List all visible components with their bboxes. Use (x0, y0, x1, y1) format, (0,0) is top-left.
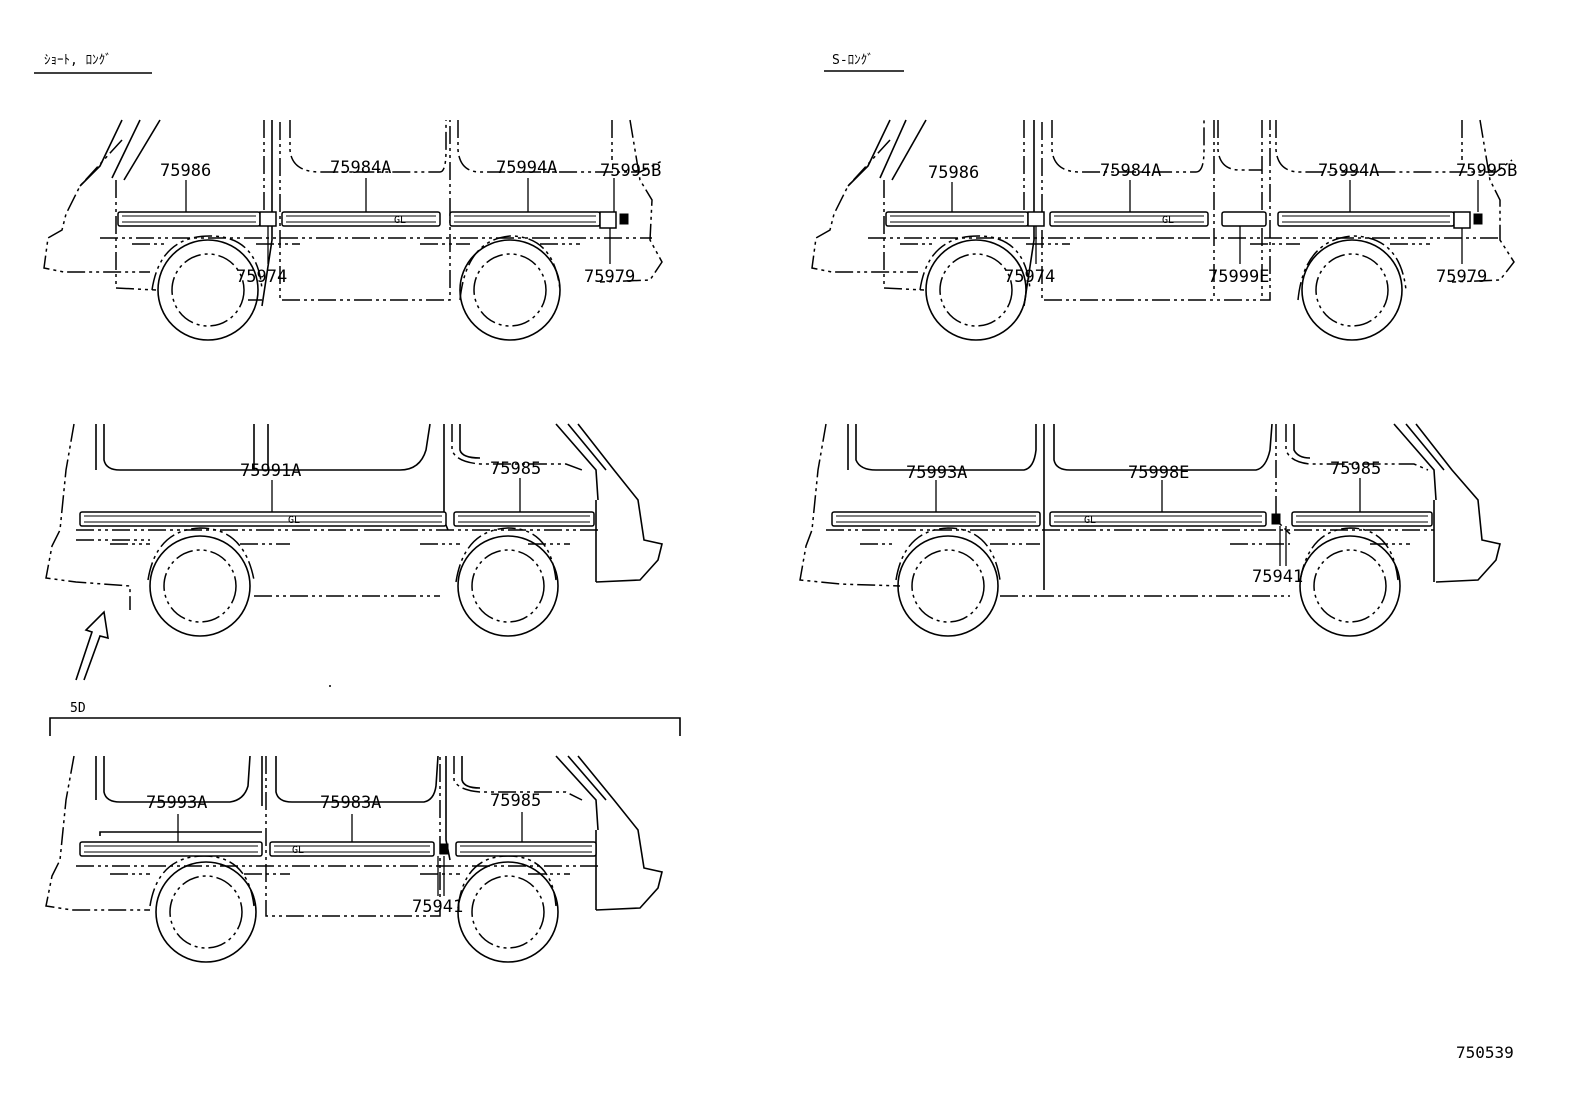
5d-bracket (49, 717, 681, 736)
part-label: 75994A (496, 158, 557, 178)
part-label: 75985 (490, 791, 541, 811)
header-5d: 5D (70, 701, 86, 716)
part-label: 75941 (1252, 567, 1303, 587)
part-label: 75999E (1208, 267, 1269, 287)
part-label: 75985 (490, 459, 541, 479)
gl-emblem: GL (1162, 215, 1174, 226)
gl-emblem: GL (288, 515, 300, 526)
gl-emblem: GL (394, 215, 406, 226)
part-label: 75995B (600, 161, 661, 181)
header-s-long: S-ﾛﾝｸﾞ (832, 53, 874, 68)
part-label: 75995B (1456, 161, 1517, 181)
part-label: 75984A (330, 158, 391, 178)
gl-emblem: GL (1084, 515, 1096, 526)
part-label: 75998E (1128, 463, 1189, 483)
gl-emblem: GL (292, 845, 304, 856)
part-label: 75983A (320, 793, 381, 813)
part-label: 75985 (1330, 459, 1381, 479)
part-label: 75974 (1004, 267, 1055, 287)
part-label: 75941 (412, 897, 463, 917)
part-label: 75991A (240, 461, 301, 481)
view-s-long-right: GL 75986 75984A 75994A 75995B 75974 7599… (811, 119, 1517, 341)
view-s-long-left: GL 75993A 75998E 75985 75941 (799, 423, 1501, 637)
part-label: 75984A (1100, 161, 1161, 181)
part-label: 75979 (1436, 267, 1487, 287)
view-short-long-left: GL 75991A 75985 (45, 423, 663, 681)
part-label: 75979 (584, 267, 635, 287)
view-5d-left: 5D GL (45, 701, 681, 963)
diagram-number: 750539 (1456, 1043, 1514, 1062)
part-label: 75993A (906, 463, 967, 483)
part-label: 75986 (928, 163, 979, 183)
part-label: 75974 (236, 267, 287, 287)
part-label: 75986 (160, 161, 211, 181)
part-label: 75993A (146, 793, 207, 813)
header-short-long: ｼｮｰﾄ, ﾛﾝｸﾞ (44, 53, 112, 68)
view-short-long-right: GL 75986 75984A 75994A 75995B 75974 7597… (43, 119, 665, 341)
part-label: 75994A (1318, 161, 1379, 181)
